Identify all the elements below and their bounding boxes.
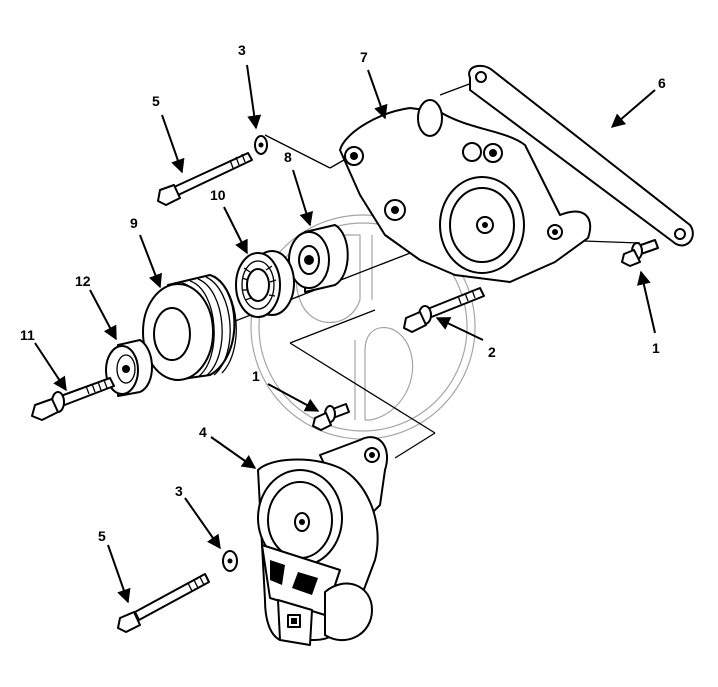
part-5-bolt-lower	[117, 573, 210, 633]
callout-12: 12	[75, 273, 91, 289]
callout-arrows	[34, 64, 656, 604]
callout-8: 8	[284, 149, 292, 165]
part-6-strap	[468, 64, 694, 247]
callout-5-lower: 5	[98, 528, 106, 544]
part-3-washer-lower	[222, 550, 238, 572]
part-8-spacer	[288, 224, 349, 293]
callout-labels: 5 3 7 6 8 10 9 12 11 2 1 1 4 3 5	[20, 42, 666, 544]
callout-10: 10	[210, 187, 226, 203]
part-4-tensioner	[257, 436, 388, 646]
callout-4: 4	[199, 424, 207, 440]
callout-6: 6	[658, 75, 666, 91]
part-12-retainer	[105, 339, 153, 397]
callout-2: 2	[488, 344, 496, 360]
callout-7: 7	[360, 49, 368, 65]
part-11-bolt	[31, 377, 115, 421]
callout-1-right: 1	[652, 340, 660, 356]
part-1-bolt-center	[312, 403, 350, 431]
part-10-bearing	[235, 250, 295, 318]
callout-11: 11	[20, 327, 35, 343]
part-3-washer-upper	[254, 135, 268, 155]
part-5-bolt-upper	[157, 152, 253, 206]
part-1-bolt-right	[621, 239, 659, 267]
callout-3-lower: 3	[175, 483, 183, 499]
callout-5-upper: 5	[152, 93, 160, 109]
part-9-pulley	[142, 274, 237, 381]
callout-1-center: 1	[252, 368, 260, 384]
part-2-bolt	[403, 287, 485, 333]
callout-3-upper: 3	[238, 42, 246, 58]
callout-9: 9	[130, 215, 138, 231]
